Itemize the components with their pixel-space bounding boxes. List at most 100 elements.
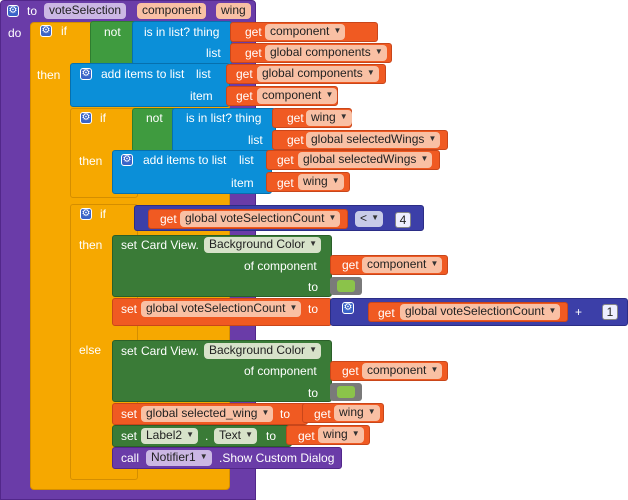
var-dropdown-global-votecount[interactable]: global voteSelectionCount▼ bbox=[180, 211, 341, 227]
add-items-label: add items to list bbox=[101, 67, 185, 81]
var-dropdown-global-components[interactable]: global components▼ bbox=[265, 45, 387, 61]
show-custom-dialog-label: .Show Custom Dialog bbox=[219, 451, 335, 465]
get-label: get bbox=[378, 306, 395, 320]
of-component-label: of component bbox=[244, 364, 317, 378]
to-label: to bbox=[308, 280, 319, 294]
else-label: else bbox=[79, 343, 102, 357]
to-label: to bbox=[266, 429, 277, 443]
get-label: get bbox=[342, 258, 359, 272]
call-label: call bbox=[121, 451, 140, 465]
list-label: list bbox=[206, 46, 221, 60]
add-items-label: add items to list bbox=[143, 153, 227, 167]
get-label: get bbox=[277, 176, 294, 190]
then-label: then bbox=[79, 154, 103, 168]
of-component-label: of component bbox=[244, 259, 317, 273]
set-label: set bbox=[121, 429, 138, 443]
chevron-down-icon: ▼ bbox=[420, 154, 429, 163]
get-label: get bbox=[298, 429, 315, 443]
property-dropdown-bg-color[interactable]: Background Color▼ bbox=[204, 343, 322, 359]
set-label: set bbox=[121, 302, 138, 316]
chevron-down-icon: ▼ bbox=[325, 90, 334, 99]
number-four[interactable]: 4 bbox=[395, 212, 411, 228]
if-label: if bbox=[61, 24, 67, 38]
proc-do-label: do bbox=[8, 26, 22, 40]
gear-icon[interactable]: ⚙ bbox=[40, 25, 52, 37]
var-dropdown-wing[interactable]: wing▼ bbox=[306, 110, 352, 126]
proc-to-label: to bbox=[27, 4, 38, 18]
var-dropdown-global-components[interactable]: global components▼ bbox=[257, 66, 379, 82]
not-label: not bbox=[146, 111, 163, 125]
list-label: list bbox=[196, 67, 211, 81]
var-dropdown-component[interactable]: component▼ bbox=[362, 257, 443, 273]
gear-icon[interactable]: ⚙ bbox=[80, 208, 92, 220]
chevron-down-icon: ▼ bbox=[374, 47, 383, 56]
get-label: get bbox=[287, 111, 304, 125]
chevron-down-icon: ▼ bbox=[199, 452, 208, 461]
number-one[interactable]: 1 bbox=[602, 304, 618, 320]
if-label: if bbox=[100, 111, 106, 125]
then-label: then bbox=[37, 68, 61, 82]
color-swatch[interactable] bbox=[337, 386, 355, 398]
dot-label: . bbox=[205, 429, 209, 443]
is-in-list-label: is in list? thing bbox=[186, 111, 262, 125]
get-label: get bbox=[287, 133, 304, 147]
component-dropdown-label2[interactable]: Label2▼ bbox=[141, 428, 199, 444]
get-label: get bbox=[245, 46, 262, 60]
property-dropdown-bg-color[interactable]: Background Color▼ bbox=[204, 237, 322, 253]
var-dropdown-wing[interactable]: wing▼ bbox=[318, 427, 364, 443]
chevron-down-icon: ▼ bbox=[309, 345, 318, 354]
var-dropdown-global-selectedwings[interactable]: global selectedWings▼ bbox=[306, 132, 441, 148]
if-label: if bbox=[100, 207, 106, 221]
var-dropdown-global-votecount[interactable]: global voteSelectionCount▼ bbox=[400, 304, 561, 320]
property-dropdown-text[interactable]: Text▼ bbox=[214, 428, 258, 444]
chevron-down-icon: ▼ bbox=[430, 259, 439, 268]
var-dropdown-component[interactable]: component▼ bbox=[362, 363, 443, 379]
set-label: set bbox=[121, 344, 138, 358]
chevron-down-icon: ▼ bbox=[428, 134, 437, 143]
card-view-label: Card View. bbox=[141, 344, 199, 358]
var-dropdown-global-selected-wing[interactable]: global selected_wing▼ bbox=[141, 406, 274, 422]
chevron-down-icon: ▼ bbox=[339, 112, 348, 121]
chevron-down-icon: ▼ bbox=[430, 365, 439, 374]
param-component[interactable]: component bbox=[137, 3, 207, 19]
chevron-down-icon: ▼ bbox=[371, 213, 380, 222]
set-label: set bbox=[121, 407, 138, 421]
get-label: get bbox=[342, 364, 359, 378]
compare-operator-dropdown[interactable]: <▼ bbox=[355, 211, 384, 227]
to-label: to bbox=[280, 407, 291, 421]
list-label: list bbox=[239, 153, 254, 167]
add-items-block-2[interactable] bbox=[112, 150, 272, 194]
chevron-down-icon: ▼ bbox=[261, 408, 270, 417]
get-label: get bbox=[277, 153, 294, 167]
get-label: get bbox=[160, 212, 177, 226]
item-label: item bbox=[231, 176, 254, 190]
var-dropdown-component[interactable]: component▼ bbox=[265, 24, 346, 40]
chevron-down-icon: ▼ bbox=[351, 429, 360, 438]
gear-icon[interactable]: ⚙ bbox=[121, 154, 133, 166]
var-dropdown-component[interactable]: component▼ bbox=[257, 88, 338, 104]
set-label2-text-block[interactable] bbox=[112, 425, 292, 447]
card-view-label: Card View. bbox=[141, 238, 199, 252]
gear-icon[interactable]: ⚙ bbox=[80, 112, 92, 124]
item-label: item bbox=[190, 89, 213, 103]
param-wing[interactable]: wing bbox=[216, 3, 251, 19]
add-items-block-1[interactable] bbox=[70, 63, 230, 107]
var-dropdown-wing[interactable]: wing▼ bbox=[298, 174, 344, 190]
chevron-down-icon: ▼ bbox=[333, 26, 342, 35]
chevron-down-icon: ▼ bbox=[366, 68, 375, 77]
var-dropdown-global-selectedwings[interactable]: global selectedWings▼ bbox=[298, 152, 433, 168]
component-dropdown-notifier1[interactable]: Notifier1▼ bbox=[146, 450, 212, 466]
procedure-name-field[interactable]: voteSelection bbox=[44, 3, 127, 19]
chevron-down-icon: ▼ bbox=[328, 213, 337, 222]
set-label: set bbox=[121, 238, 138, 252]
color-swatch[interactable] bbox=[337, 280, 355, 292]
var-dropdown-global-votecount[interactable]: global voteSelectionCount▼ bbox=[141, 301, 302, 317]
gear-icon[interactable]: ⚙ bbox=[342, 302, 354, 314]
var-dropdown-wing[interactable]: wing▼ bbox=[334, 405, 380, 421]
chevron-down-icon: ▼ bbox=[548, 306, 557, 315]
chevron-down-icon: ▼ bbox=[186, 430, 195, 439]
then-label: then bbox=[79, 238, 103, 252]
gear-icon[interactable]: ⚙ bbox=[80, 68, 92, 80]
gear-icon[interactable]: ⚙ bbox=[7, 5, 19, 17]
get-label: get bbox=[314, 407, 331, 421]
